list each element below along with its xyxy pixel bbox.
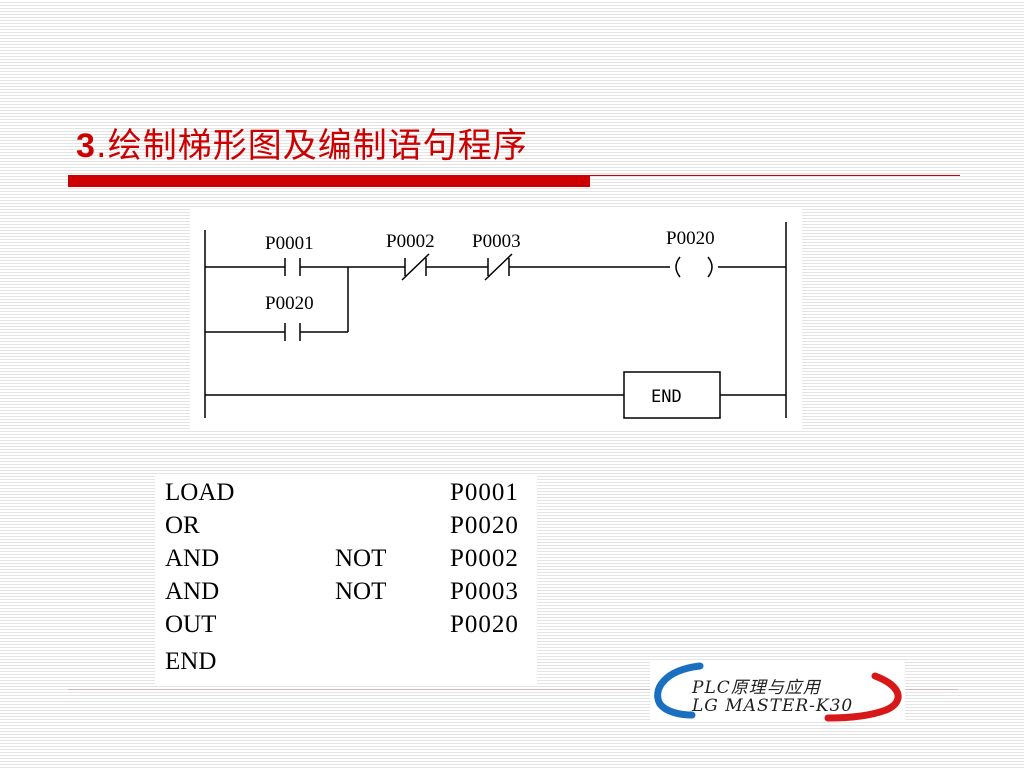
statement-op: OR xyxy=(165,512,200,539)
label-p0003: P0003 xyxy=(472,231,521,252)
statement-address: P0001 xyxy=(450,479,519,506)
statement-op: LOAD xyxy=(165,479,235,506)
statement-modifier: NOT xyxy=(335,578,387,605)
statement-row: OUT P0020 xyxy=(155,611,537,644)
statement-address: P0002 xyxy=(450,545,519,572)
course-logo: PLC原理与应用 LG MASTER-K30 xyxy=(650,660,905,722)
statement-address: P0003 xyxy=(450,578,519,605)
title-separator: . xyxy=(95,126,108,166)
contact-p0002 xyxy=(401,253,430,281)
end-box-label: END xyxy=(651,387,682,407)
statement-address: P0020 xyxy=(450,611,519,638)
ladder-svg: P0001 P0020 P0002 P0003 P0020 END xyxy=(204,222,787,419)
statement-list: LOAD P0001 OR P0020 AND NOT P0002 AND NO… xyxy=(155,476,537,686)
statement-modifier: NOT xyxy=(335,545,387,572)
footer-rule xyxy=(68,689,958,690)
title-number: 3 xyxy=(76,127,96,165)
title-underline-thin xyxy=(590,175,960,176)
logo-arcs xyxy=(654,662,902,722)
statement-op: OUT xyxy=(165,611,217,638)
slide-title: 3.绘制梯形图及编制语句程序 xyxy=(76,118,528,167)
statement-address: P0020 xyxy=(450,512,519,539)
statement-row: LOAD P0001 xyxy=(155,479,537,512)
label-p0002: P0002 xyxy=(386,231,435,252)
label-p0001: P0001 xyxy=(265,233,314,254)
label-p0020-coil: P0020 xyxy=(666,228,715,249)
contact-p0003 xyxy=(484,253,513,281)
end-box xyxy=(623,371,721,419)
title-underline-thick xyxy=(68,175,590,187)
statement-row: END xyxy=(155,648,537,681)
statement-op: END xyxy=(165,648,217,675)
coil-p0020 xyxy=(675,256,713,278)
contact-p0020 xyxy=(284,323,301,341)
statement-row: OR P0020 xyxy=(155,512,537,545)
statement-op: AND xyxy=(165,545,220,572)
contact-p0001 xyxy=(284,258,301,276)
statement-row: AND NOT P0002 xyxy=(155,545,537,578)
title-text: 绘制梯形图及编制语句程序 xyxy=(107,126,528,166)
statement-op: AND xyxy=(165,578,220,605)
statement-row: AND NOT P0003 xyxy=(155,578,537,611)
ladder-diagram: P0001 P0020 P0002 P0003 P0020 END xyxy=(190,208,802,430)
label-p0020-contact: P0020 xyxy=(265,293,314,314)
logo-line-1: PLC原理与应用 xyxy=(692,678,821,698)
logo-line-2: LG MASTER-K30 xyxy=(692,696,854,716)
